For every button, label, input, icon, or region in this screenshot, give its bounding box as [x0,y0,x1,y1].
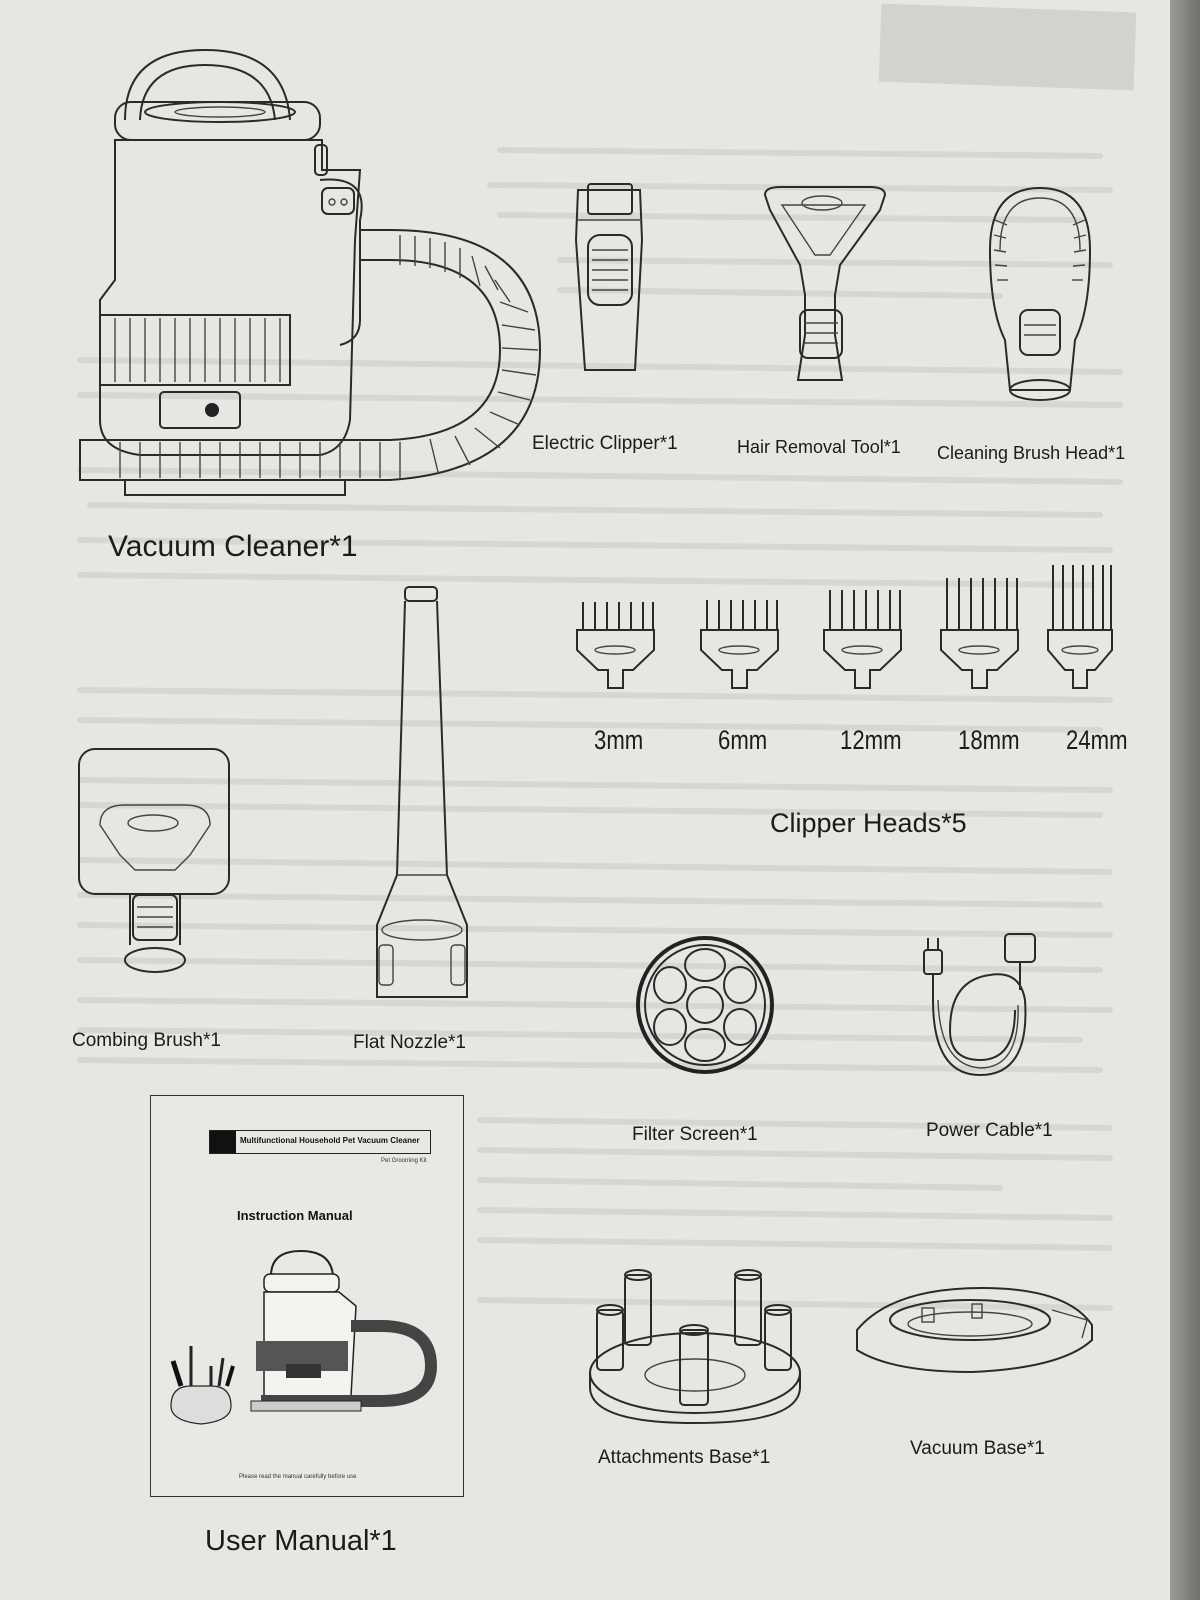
filter-screen-label: Filter Screen*1 [632,1124,758,1145]
hair-removal-tool-illustration [763,186,887,381]
manual-cover-heading: Instruction Manual [237,1208,353,1223]
flat-nozzle-illustration [376,586,468,998]
manual-cover-drawing [170,1249,438,1425]
size-18mm: 18mm [958,725,1020,755]
user-manual-illustration: Multifunctional Household Pet Vacuum Cle… [150,1095,464,1497]
cleaning-brush-head-label: Cleaning Brush Head*1 [937,443,1126,463]
bleed-through-box [878,3,1137,91]
size-3mm: 3mm [594,725,644,755]
clipper-head-18mm [940,578,1019,689]
combing-brush-label: Combing Brush*1 [72,1030,221,1051]
clipper-head-3mm [576,602,655,689]
hair-removal-tool-label: Hair Removal Tool*1 [737,437,901,457]
clipper-head-6mm [700,600,779,689]
size-24mm: 24mm [1066,725,1128,755]
manual-cover-footer: Please read the manual carefully before … [239,1474,357,1480]
vacuum-base-label: Vacuum Base*1 [910,1438,1045,1459]
attachments-base-label: Attachments Base*1 [598,1447,771,1468]
bleed-through-lines [77,147,1123,1311]
user-manual-label: User Manual*1 [205,1525,397,1557]
manual-cover-subtitle: Pet Grooming Kit [381,1158,427,1164]
size-6mm: 6mm [718,725,768,755]
clipper-heads-label: Clipper Heads*5 [770,808,967,838]
manual-title-bar: Multifunctional Household Pet Vacuum Cle… [209,1130,431,1154]
filter-screen-illustration [636,936,774,1074]
vacuum-cleaner-label: Vacuum Cleaner*1 [108,530,358,563]
vacuum-base-illustration [856,1286,1093,1374]
vacuum-cleaner-illustration [79,48,542,496]
combing-brush-illustration [78,748,230,973]
cleaning-brush-head-illustration [988,186,1092,401]
power-cable-illustration [923,933,1036,1077]
clipper-head-12mm [823,590,902,689]
electric-clipper-label: Electric Clipper*1 [532,433,678,454]
attachments-base-illustration [589,1269,801,1425]
flat-nozzle-label: Flat Nozzle*1 [353,1032,466,1053]
manual-cover-title: Multifunctional Household Pet Vacuum Cle… [240,1136,420,1145]
clipper-head-24mm [1047,565,1113,689]
size-12mm: 12mm [840,725,902,755]
page-edge-shadow [1170,0,1200,1600]
power-cable-label: Power Cable*1 [926,1120,1053,1141]
manual-page: Vacuum Cleaner*1 Electric Clipper*1 Hair… [0,0,1170,1600]
electric-clipper-illustration [574,183,644,371]
